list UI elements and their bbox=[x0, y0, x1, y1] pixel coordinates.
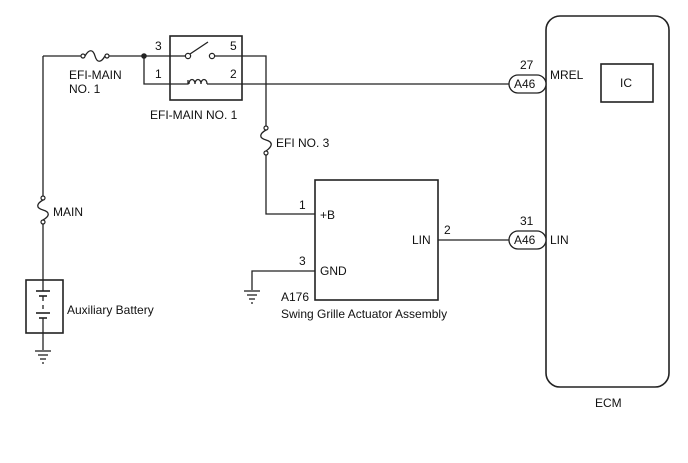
relay-pin3: 3 bbox=[155, 39, 162, 53]
actuator-box bbox=[314, 179, 439, 301]
connector-a46-lin-label: A46 bbox=[514, 233, 536, 247]
main-fuse-icon bbox=[37, 195, 49, 225]
relay-pin1: 1 bbox=[155, 67, 162, 81]
ecm-box bbox=[545, 15, 670, 388]
ecm-mrel-pin: 27 bbox=[520, 58, 534, 72]
efi-main-fuse-label-1: EFI-MAIN bbox=[69, 68, 122, 82]
efi-main-relay bbox=[169, 35, 243, 101]
junction-dot bbox=[141, 53, 147, 59]
ecm-label: ECM bbox=[595, 396, 622, 410]
battery-box bbox=[25, 279, 64, 334]
ic-label: IC bbox=[620, 76, 632, 90]
ecm-mrel-name: MREL bbox=[550, 68, 584, 82]
ground-icon bbox=[35, 350, 51, 364]
efi-main-fuse-label-2: NO. 1 bbox=[69, 82, 101, 96]
actuator-pin-plus-b-name: +B bbox=[320, 208, 335, 222]
actuator-pin-lin-name: LIN bbox=[412, 233, 431, 247]
relay-pin5: 5 bbox=[230, 39, 237, 53]
actuator-pin-lin-num: 2 bbox=[444, 223, 451, 237]
wires bbox=[42, 55, 601, 350]
ecm-lin-name: LIN bbox=[550, 233, 569, 247]
efi-main-fuse-icon bbox=[80, 50, 110, 62]
wire-relay-pin5-down bbox=[242, 55, 267, 126]
actuator-pin-plus-b-num: 1 bbox=[299, 198, 306, 212]
battery-label: Auxiliary Battery bbox=[67, 303, 154, 317]
actuator-code: A176 bbox=[281, 290, 309, 304]
main-fuse-label: MAIN bbox=[53, 205, 83, 219]
actuator-pin-gnd-name: GND bbox=[320, 264, 347, 278]
relay-box bbox=[169, 35, 243, 101]
actuator-pin-gnd-num: 3 bbox=[299, 254, 306, 268]
wire-actuator-gnd bbox=[251, 270, 315, 290]
relay-label: EFI-MAIN NO. 1 bbox=[150, 108, 238, 122]
ecm-lin-pin: 31 bbox=[520, 214, 534, 228]
efi3-fuse-icon bbox=[260, 125, 272, 156]
connector-a46-mrel bbox=[508, 74, 547, 94]
actuator-name: Swing Grille Actuator Assembly bbox=[281, 307, 447, 321]
ground-icon bbox=[244, 290, 260, 304]
connector-a46-lin bbox=[508, 230, 547, 250]
relay-pin2: 2 bbox=[230, 67, 237, 81]
ic-box bbox=[600, 63, 654, 103]
efi3-fuse-label: EFI NO. 3 bbox=[276, 136, 330, 150]
wire-efi3-to-actuator bbox=[265, 155, 315, 215]
wire-junction-to-relay-pin1 bbox=[143, 56, 170, 85]
battery-symbol bbox=[25, 279, 64, 334]
relay-coil-icon bbox=[188, 78, 208, 85]
connector-a46-mrel-label: A46 bbox=[514, 77, 536, 91]
